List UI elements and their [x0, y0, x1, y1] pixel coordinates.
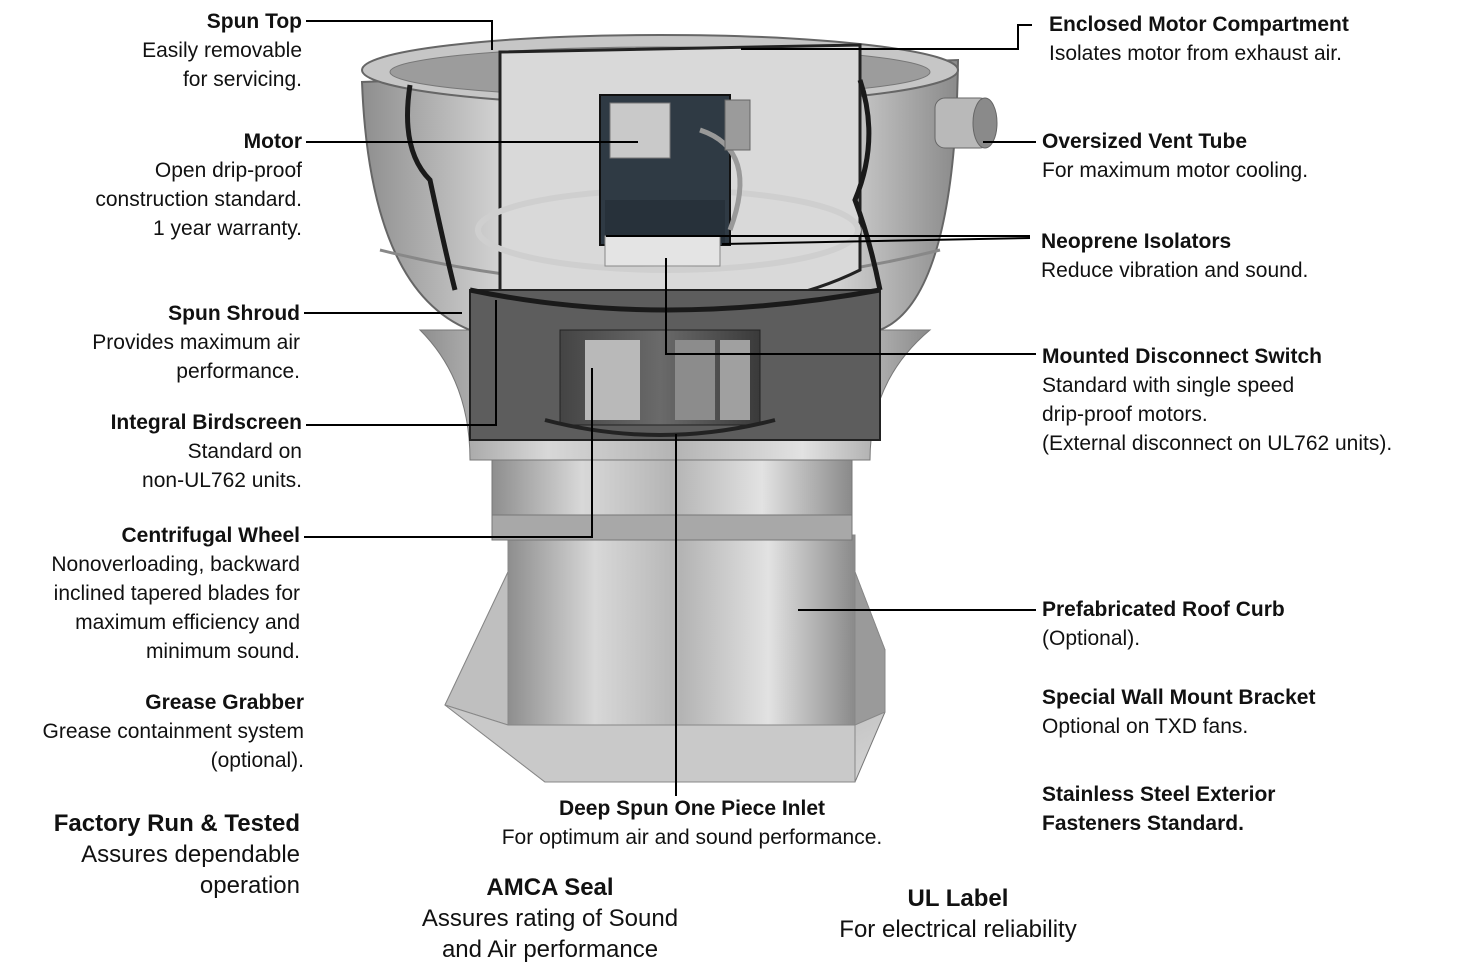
label-desc: Optional on TXD fans.: [1042, 715, 1249, 738]
label-motor: Motor Open drip-proof construction stand…: [95, 127, 302, 243]
leader-wheel: [304, 368, 593, 538]
label-title: Prefabricated Roof Curb: [1042, 598, 1285, 621]
label-vent: Oversized Vent Tube For maximum motor co…: [1042, 127, 1308, 185]
label-title: Special Wall Mount Bracket: [1042, 686, 1316, 709]
label-neoprene: Neoprene Isolators Reduce vibration and …: [1041, 227, 1308, 285]
label-desc: Standard with single speed drip-proof mo…: [1042, 374, 1393, 455]
label-desc: Assures dependable operation: [81, 841, 300, 899]
label-ul: UL Label For electrical reliability: [808, 883, 1108, 945]
roof-curb: [444, 534, 886, 783]
label-curb: Prefabricated Roof Curb (Optional).: [1042, 595, 1285, 653]
label-title: Deep Spun One Piece Inlet: [558, 797, 826, 820]
label-enclosed: Enclosed Motor Compartment Isolates moto…: [1049, 10, 1349, 68]
label-desc: Nonoverloading, backward inclined tapere…: [51, 553, 300, 663]
label-title: Spun Top: [206, 10, 302, 33]
label-title: Neoprene Isolators: [1041, 230, 1232, 253]
label-spun-shroud: Spun Shroud Provides maximum air perform…: [92, 299, 300, 386]
label-desc: For electrical reliability: [839, 916, 1077, 943]
label-desc: Assures rating of Sound and Air performa…: [421, 905, 679, 963]
label-desc: Isolates motor from exhaust air.: [1049, 42, 1342, 65]
label-stainless: Stainless Steel Exterior Fasteners Stand…: [1042, 780, 1275, 838]
leader-birdscreen: [306, 300, 497, 426]
leader-spun-top: [306, 20, 493, 50]
label-desc: For maximum motor cooling.: [1042, 159, 1309, 182]
label-desc: For optimum air and sound performance.: [501, 826, 883, 849]
label-grease: Grease Grabber Grease containment system…: [43, 688, 304, 775]
label-title: AMCA Seal: [486, 874, 614, 901]
label-desc: Easily removable for servicing.: [142, 39, 302, 91]
label-title: UL Label: [907, 885, 1009, 912]
label-desc: (Optional).: [1042, 627, 1141, 650]
label-amca: AMCA Seal Assures rating of Sound and Ai…: [390, 872, 710, 965]
cutaway-interior: [405, 43, 883, 441]
label-title: Spun Shroud: [168, 302, 300, 325]
leader-neoprene-b: [721, 237, 1031, 245]
label-title: Grease Grabber: [145, 691, 304, 714]
label-disconnect: Mounted Disconnect Switch Standard with …: [1042, 342, 1392, 458]
label-title: Motor: [243, 130, 302, 153]
label-birdscreen: Integral Birdscreen Standard on non-UL76…: [111, 408, 302, 495]
label-title: Oversized Vent Tube: [1042, 130, 1248, 153]
leader-enclosed: [741, 24, 1032, 50]
label-wall: Special Wall Mount Bracket Optional on T…: [1042, 683, 1315, 741]
label-desc: Standard on non-UL762 units.: [142, 440, 302, 492]
label-factory: Factory Run & Tested Assures dependable …: [54, 808, 300, 901]
label-inlet: Deep Spun One Piece Inlet For optimum ai…: [452, 794, 932, 852]
label-title: Stainless Steel Exterior Fasteners Stand…: [1042, 783, 1276, 835]
leader-disconnect: [665, 258, 1036, 355]
label-title: Centrifugal Wheel: [121, 524, 300, 547]
label-desc: Grease containment system (optional).: [42, 720, 304, 772]
label-desc: Reduce vibration and sound.: [1041, 259, 1309, 282]
label-desc: Provides maximum air performance.: [92, 331, 300, 383]
label-title: Enclosed Motor Compartment: [1049, 13, 1349, 36]
label-wheel: Centrifugal Wheel Nonoverloading, backwa…: [51, 521, 300, 666]
label-title: Factory Run & Tested: [53, 810, 300, 837]
label-spun-top: Spun Top Easily removable for servicing.: [142, 7, 302, 94]
label-title: Mounted Disconnect Switch: [1042, 345, 1323, 368]
leader-lines: [304, 20, 1036, 796]
label-desc: Open drip-proof construction standard. 1…: [95, 159, 302, 240]
label-title: Integral Birdscreen: [110, 411, 302, 434]
